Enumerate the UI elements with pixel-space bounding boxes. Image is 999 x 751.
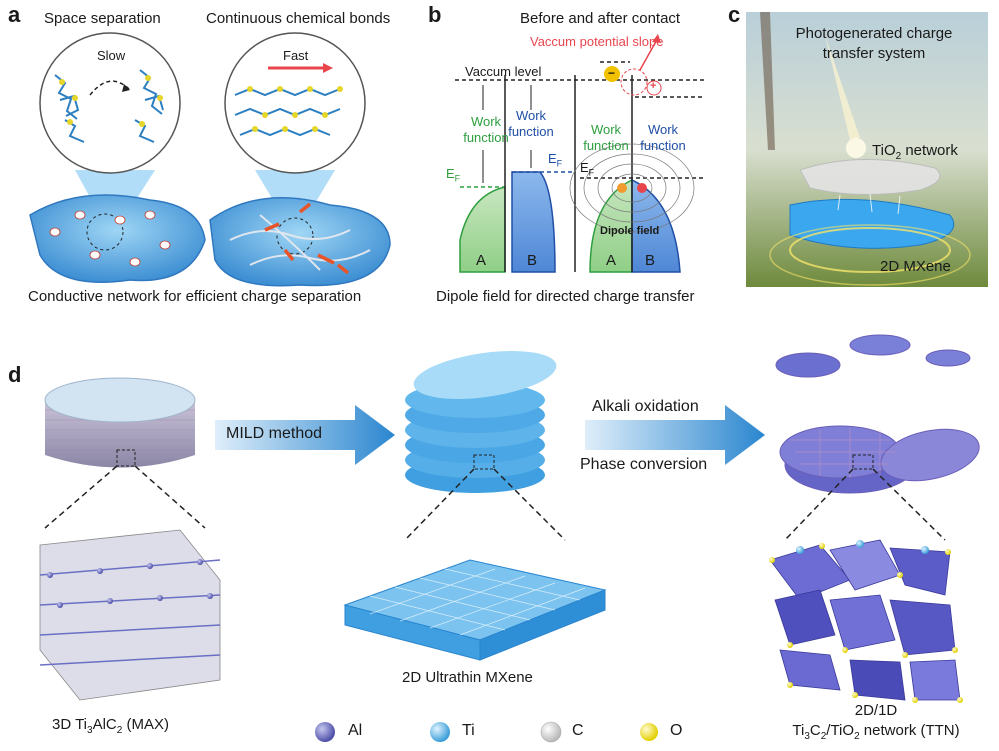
legend-label-al: Al <box>348 722 363 739</box>
legend-ball-o <box>640 723 658 741</box>
minus-sign: − <box>608 66 616 80</box>
panel-b-graphics <box>455 34 705 273</box>
mxene-lattice <box>343 559 607 661</box>
minus-badge <box>604 66 620 82</box>
panel-a-graphics <box>29 32 391 287</box>
panel-letter-c: c <box>728 2 741 27</box>
orange-segments <box>264 202 350 275</box>
panel-d-graphics <box>39 334 980 703</box>
legend-ball-c <box>540 721 562 743</box>
legend-label-c: C <box>572 722 584 739</box>
panel-b-caption: Dipole field for directed charge transfe… <box>436 288 695 305</box>
panel-a-left-title: Space separation <box>44 10 161 27</box>
yellow-atoms-left <box>59 75 163 127</box>
zoom-beam-right <box>255 170 335 225</box>
legend-label-o: O <box>670 722 683 739</box>
panel-a-right-title: Continuous chemical bonds <box>206 10 391 27</box>
alkali-oxidation-label: Alkali oxidation <box>592 398 699 415</box>
phase-conversion-label: Phase conversion <box>580 456 708 473</box>
mild-arrow <box>215 405 395 465</box>
yellow-atoms-right <box>247 86 343 132</box>
focus-circle-left <box>86 213 124 251</box>
charge-left <box>617 183 627 193</box>
ultrathin-mxene-label: 2D Ultrathin MXene <box>402 669 533 686</box>
particles-left <box>49 210 171 267</box>
band-b-after-label: B <box>645 252 656 269</box>
max-stack-top <box>44 377 196 423</box>
ef-label-after: EF <box>580 160 595 178</box>
mild-method-label: MILD method <box>226 425 323 442</box>
light-beam <box>825 35 860 140</box>
tio2-network-sheet <box>799 159 941 196</box>
plus-sign: + <box>650 80 657 92</box>
dipole-field-label: Dipole field <box>600 225 660 237</box>
ttn-focus-box <box>852 454 874 470</box>
panel-letter-d: d <box>8 362 22 387</box>
panel-letter-a: a <box>8 2 21 27</box>
ttn-crystal <box>769 539 961 701</box>
network-strands <box>229 214 371 271</box>
slope-circle <box>620 68 648 96</box>
fast-label: Fast <box>283 48 309 63</box>
sheet-left <box>29 194 206 283</box>
panel-a-caption: Conductive network for efficient charge … <box>28 288 362 305</box>
band-a-before-label: A <box>476 252 487 269</box>
legend-graphics <box>315 721 658 743</box>
vacuum-slope-label: Vaccum potential slope <box>530 34 664 49</box>
tio2-network-label: TiO2 network <box>872 142 958 162</box>
mxene-sheet <box>789 198 955 249</box>
slow-label: Slow <box>97 48 126 63</box>
ttn-mesh <box>790 428 895 478</box>
band-b-after <box>631 178 681 273</box>
plus-badge <box>646 80 662 96</box>
panel-b-title: Before and after contact <box>520 10 681 27</box>
max-label: 3D Ti3AlC2 (MAX) <box>52 716 169 736</box>
mxene-stack <box>405 351 557 493</box>
charge-right <box>637 183 647 193</box>
mxene-focus-box <box>473 454 495 470</box>
dipole-field-lines <box>569 143 695 233</box>
panel-letter-b: b <box>428 2 442 27</box>
max-focus-box <box>116 449 136 467</box>
max-crystal <box>39 529 221 701</box>
ef-label-a: EF <box>446 166 461 184</box>
legend-label-ti: Ti <box>462 722 475 739</box>
band-b-before-label: B <box>527 252 538 269</box>
ef-label-b: EF <box>548 151 563 169</box>
legend-ball-ti <box>430 722 450 742</box>
mxene-label: 2D MXene <box>880 258 951 275</box>
vacuum-level-label: Vaccum level <box>465 64 542 79</box>
oxidation-arrow <box>585 405 765 465</box>
legend-ball-al <box>315 722 335 742</box>
focus-circle-right <box>276 217 314 255</box>
panel-c-graphics <box>746 12 988 287</box>
band-a-after-label: A <box>606 252 617 269</box>
